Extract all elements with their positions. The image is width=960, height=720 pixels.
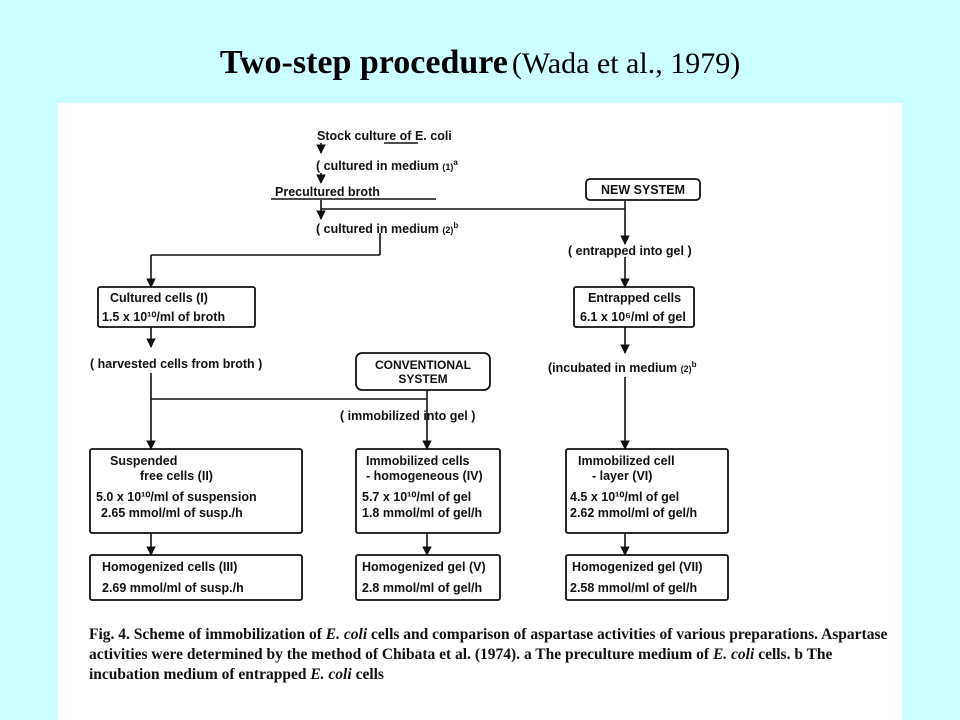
caption-note-a-letter: a — [523, 646, 532, 663]
box-IV-line1: Immobilized cells — [366, 454, 470, 468]
slide-title-main: Two-step procedure — [219, 44, 508, 81]
entrapped-cells-box — [573, 286, 695, 328]
box-IV-line4: 1.8 mmol/ml of gel/h — [362, 506, 482, 520]
box-VII-line1: Homogenized gel (VII) — [572, 560, 703, 574]
box-VI-line2: - layer (VI) — [592, 469, 652, 483]
box-V-line2: 2.8 mmol/ml of gel/h — [362, 581, 482, 595]
box-VI-line1: Immobilized cell — [578, 454, 675, 468]
figure-panel: Stock culture of E. coli ( cultured in m… — [58, 103, 902, 720]
caption-organism-1: E. coli — [325, 626, 368, 643]
stock-culture-label: Stock culture of E. coli — [317, 129, 452, 143]
caption-note-a-text: The preculture medium of — [535, 646, 710, 663]
cultured-medium2-label: ( cultured in medium (2)b — [316, 221, 458, 236]
box-III-line2: 2.69 mmol/ml of susp./h — [102, 581, 244, 595]
entrapped-cells-line2: 6.1 x 10⁶/ml of gel — [580, 310, 686, 324]
box-V-line1: Homogenized gel (V) — [362, 560, 486, 574]
box-II-line4: 2.65 mmol/ml of susp./h — [101, 506, 243, 520]
flow-diagram: Stock culture of E. coli ( cultured in m… — [89, 129, 729, 601]
caption-organism-3: E. coli — [310, 666, 352, 683]
caption-text-2: cells and comparison of aspartase activi… — [89, 626, 888, 663]
caption-text-1: Scheme of immobilization of — [133, 626, 322, 643]
box-V — [355, 554, 501, 601]
incubated-medium-label: (incubated in medium (2)b — [548, 360, 697, 375]
box-VII-line2: 2.58 mmol/ml of gel/h — [570, 581, 697, 595]
cultured-cells-line1: Cultured cells (I) — [110, 291, 208, 305]
entrapped-cells-line1: Entrapped cells — [588, 291, 681, 305]
connector-lines — [146, 142, 630, 556]
box-IV — [355, 448, 501, 534]
slide-title-citation: (Wada et al., 1979) — [511, 47, 741, 80]
new-system-box — [585, 178, 701, 201]
box-III — [89, 554, 303, 601]
box-VI — [565, 448, 729, 534]
box-II-line1: Suspended — [110, 454, 177, 468]
immobilized-into-gel-label: ( immobilized into gel ) — [340, 409, 475, 423]
box-IV-line2: - homogeneous (IV) — [366, 469, 483, 483]
box-VI-line3: 4.5 x 10¹⁰/ml of gel — [570, 490, 679, 504]
diagram-boxes — [89, 178, 729, 601]
conventional-system-box — [355, 352, 491, 391]
new-system-label: NEW SYSTEM — [601, 183, 685, 197]
entrapped-into-gel-label: ( entrapped into gel ) — [568, 244, 692, 258]
box-IV-line3: 5.7 x 10¹⁰/ml of gel — [362, 490, 471, 504]
cultured-cells-line2: 1.5 x 10¹⁰/ml of broth — [102, 310, 225, 324]
box-II — [89, 448, 303, 534]
slide-title: Two-step procedure (Wada et al., 1979) — [0, 44, 960, 82]
conventional-label-line1: CONVENTIONAL — [375, 358, 471, 372]
caption-organism-2: E. coli — [712, 646, 755, 663]
caption-note-b-text: The incubation medium of entrapped — [89, 646, 833, 683]
caption-note-a-tail: cells. — [758, 646, 791, 663]
cultured-medium1-label: ( cultured in medium (1)a — [316, 158, 458, 173]
conventional-label-line2: SYSTEM — [398, 372, 447, 386]
precultured-broth-label: Precultured broth — [275, 185, 380, 199]
caption-note-b-letter: b — [794, 646, 803, 663]
box-III-line1: Homogenized cells (III) — [102, 560, 237, 574]
harvested-cells-label: ( harvested cells from broth ) — [90, 357, 262, 371]
cultured-cells-box — [97, 286, 256, 328]
box-VI-line4: 2.62 mmol/ml of gel/h — [570, 506, 697, 520]
box-II-line3: 5.0 x 10¹⁰/ml of suspension — [96, 490, 257, 504]
box-II-line2: free cells (II) — [140, 469, 213, 483]
caption-fig-label: Fig. 4. — [89, 626, 130, 643]
caption-note-b-tail: cells — [355, 666, 384, 683]
box-VII — [565, 554, 729, 601]
figure-caption: Fig. 4. Scheme of immobilization of E. c… — [89, 625, 889, 685]
